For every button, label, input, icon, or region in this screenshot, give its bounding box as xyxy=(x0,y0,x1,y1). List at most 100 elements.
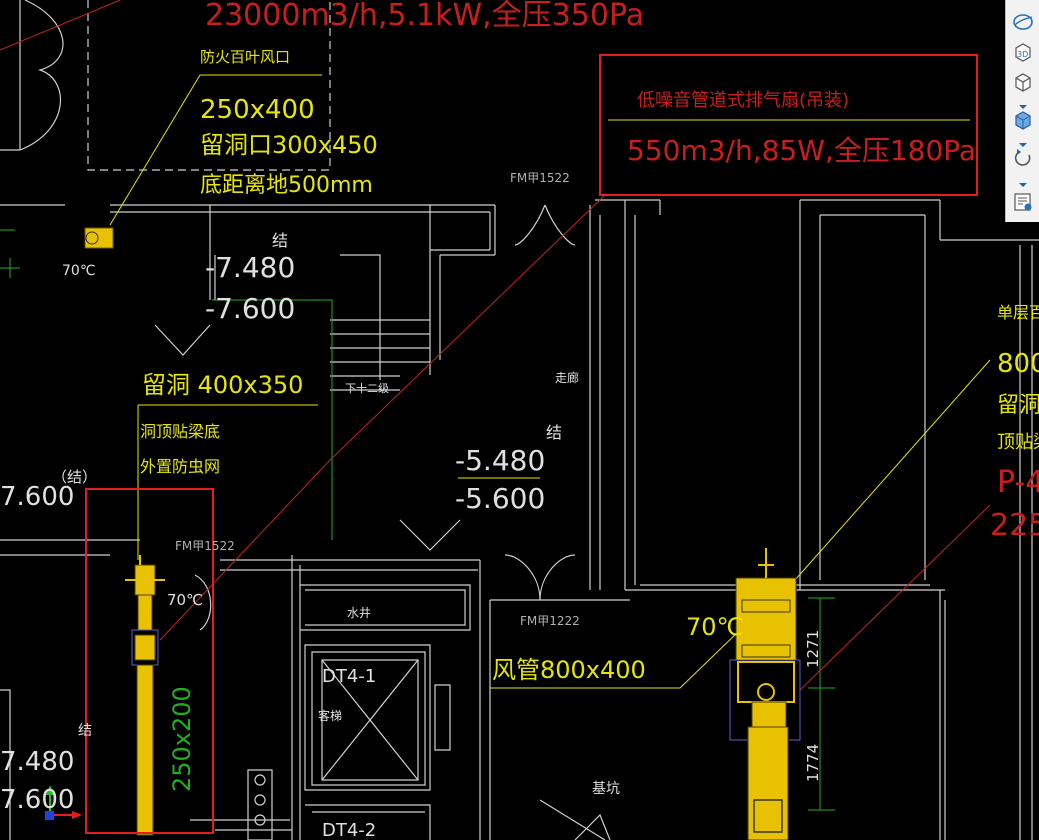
view-toolbar: 3D xyxy=(1005,0,1039,222)
elevator-label-1: DT4-1 xyxy=(322,666,376,687)
fire-louver-size: 250x400 xyxy=(200,95,315,125)
leader-reserved-hole xyxy=(137,404,318,560)
right-edge-walls xyxy=(1019,245,1033,840)
dimension-1271: 1271 xyxy=(804,630,822,668)
elevation-a2: -7.600 xyxy=(205,292,295,325)
left-lower-wall xyxy=(0,689,11,840)
3d-label: 3D xyxy=(1017,50,1028,59)
duct-main-label: 风管800x400 xyxy=(492,656,646,684)
temp-label-3: 70℃ xyxy=(686,613,744,641)
green-marks-left xyxy=(0,229,20,278)
fire-damper-top-left xyxy=(84,227,114,249)
fan-callout-box xyxy=(599,54,978,196)
elevator-cross-1 xyxy=(321,659,419,781)
fire-louver-opening: 留洞口300x450 xyxy=(200,131,378,159)
elevation-marker-b xyxy=(399,519,461,551)
fire-louver-title: 防火百叶风口 xyxy=(200,48,290,66)
hole-top-text: 洞顶贴梁底 xyxy=(140,422,220,441)
structure-paren: （结） xyxy=(52,468,97,486)
right-louver-size: 800x xyxy=(997,349,1039,379)
elevation-left: 7.600 xyxy=(0,482,74,512)
door-swing-fm1522-left xyxy=(194,574,212,631)
top-spec-text: 23000m3/h,5.1kW,全压350Pa xyxy=(205,0,644,33)
left-wall-segments xyxy=(0,0,140,556)
red-leader-fan xyxy=(159,194,606,641)
elevation-marker-a xyxy=(154,324,211,356)
elevation-b1: -5.480 xyxy=(455,444,545,477)
pit-label: 基坑 xyxy=(592,780,620,797)
elevator-shaft-2 xyxy=(305,804,431,840)
green-partition xyxy=(212,299,333,540)
shaft-walls xyxy=(589,199,945,591)
right-louver-opening: 留洞口85 xyxy=(997,393,1039,418)
equipment-box xyxy=(247,769,273,840)
check-valve-text: 外置防虫网 xyxy=(140,457,220,476)
red-leaders xyxy=(0,0,991,691)
water-well-label: 水井 xyxy=(347,606,371,620)
chevron-down-icon[interactable] xyxy=(1018,96,1028,109)
chevron-down-icon[interactable] xyxy=(1018,174,1028,187)
red-leader-top xyxy=(0,0,121,51)
stair-label: 下十二级 xyxy=(345,381,389,395)
temp-label-1: 70℃ xyxy=(62,263,96,279)
door-swing-fm1222 xyxy=(504,554,576,601)
ucs-axes-icon xyxy=(45,785,82,820)
elevator-label-2: DT4-2 xyxy=(322,820,376,840)
door-label-left: FM甲1522 xyxy=(175,539,235,553)
chevron-down-icon[interactable] xyxy=(1018,134,1028,147)
door-swing-left xyxy=(19,0,64,151)
dimension-1774: 1774 xyxy=(804,744,822,782)
bottom-walls xyxy=(190,819,292,831)
right-louver-title: 单层百叶风口 xyxy=(997,303,1039,322)
right-p-label: P-4 xyxy=(997,465,1039,500)
core-walls xyxy=(220,555,491,840)
corridor-label: 走廊 xyxy=(555,370,579,385)
water-well-room xyxy=(300,584,471,631)
stair-treads xyxy=(209,205,430,391)
shaded-cube-icon[interactable] xyxy=(1011,108,1035,132)
structure-label-1: 结 xyxy=(272,231,288,250)
fan-spec-text: 550m3/h,85W,全压180Pa xyxy=(627,134,976,167)
door-label-fm1222: FM甲1222 xyxy=(520,614,580,628)
fire-louver-bottom: 底距离地500mm xyxy=(200,173,373,198)
elevation-c2: 7.600 xyxy=(0,785,74,815)
door-label-top: FM甲1522 xyxy=(510,171,570,185)
right-room-walls xyxy=(659,199,1039,590)
corridor-wall xyxy=(110,204,496,256)
counterweight xyxy=(434,684,451,751)
view-cube-icon[interactable] xyxy=(1011,70,1035,94)
right-lower-walls xyxy=(939,590,946,840)
properties-icon[interactable] xyxy=(1011,190,1035,214)
right-louver-top: 顶贴梁底 xyxy=(997,432,1039,453)
right-duct-head xyxy=(735,577,797,661)
pit-lines xyxy=(490,599,630,840)
vertical-duct xyxy=(136,664,154,836)
structure-label-2: 结 xyxy=(546,423,562,442)
duct-highlight-box xyxy=(85,488,214,834)
reserved-hole-text: 留洞 400x350 xyxy=(142,371,303,399)
passenger-label: 客梯 xyxy=(318,708,342,723)
door-swing-fm1522-top xyxy=(514,204,576,246)
structure-label-3: 结 xyxy=(78,723,92,739)
dimension-lines xyxy=(808,597,835,811)
elevator-shaft-1 xyxy=(304,644,431,791)
leader-duct-main xyxy=(490,629,741,689)
3d-box-icon[interactable]: 3D xyxy=(1011,40,1035,64)
stair-wall xyxy=(429,205,441,375)
temp-label-2: 70℃ xyxy=(167,591,203,609)
leader-right-louver xyxy=(794,359,991,581)
orbit-icon[interactable] xyxy=(1011,146,1035,170)
elevation-b2: -5.600 xyxy=(455,482,545,515)
leader-fire-louver xyxy=(109,74,322,226)
yellow-leaders xyxy=(109,74,991,689)
right-225-label: 225 xyxy=(990,508,1039,543)
duct-vertical-label: 250x200 xyxy=(168,686,196,792)
elevation-a1: -7.480 xyxy=(205,251,295,284)
globe-icon[interactable] xyxy=(1011,10,1035,34)
dashed-room-outline xyxy=(87,0,331,171)
fan-title-text: 低噪音管道式排气扇(吊装) xyxy=(637,90,849,111)
duct-elements xyxy=(84,227,801,840)
